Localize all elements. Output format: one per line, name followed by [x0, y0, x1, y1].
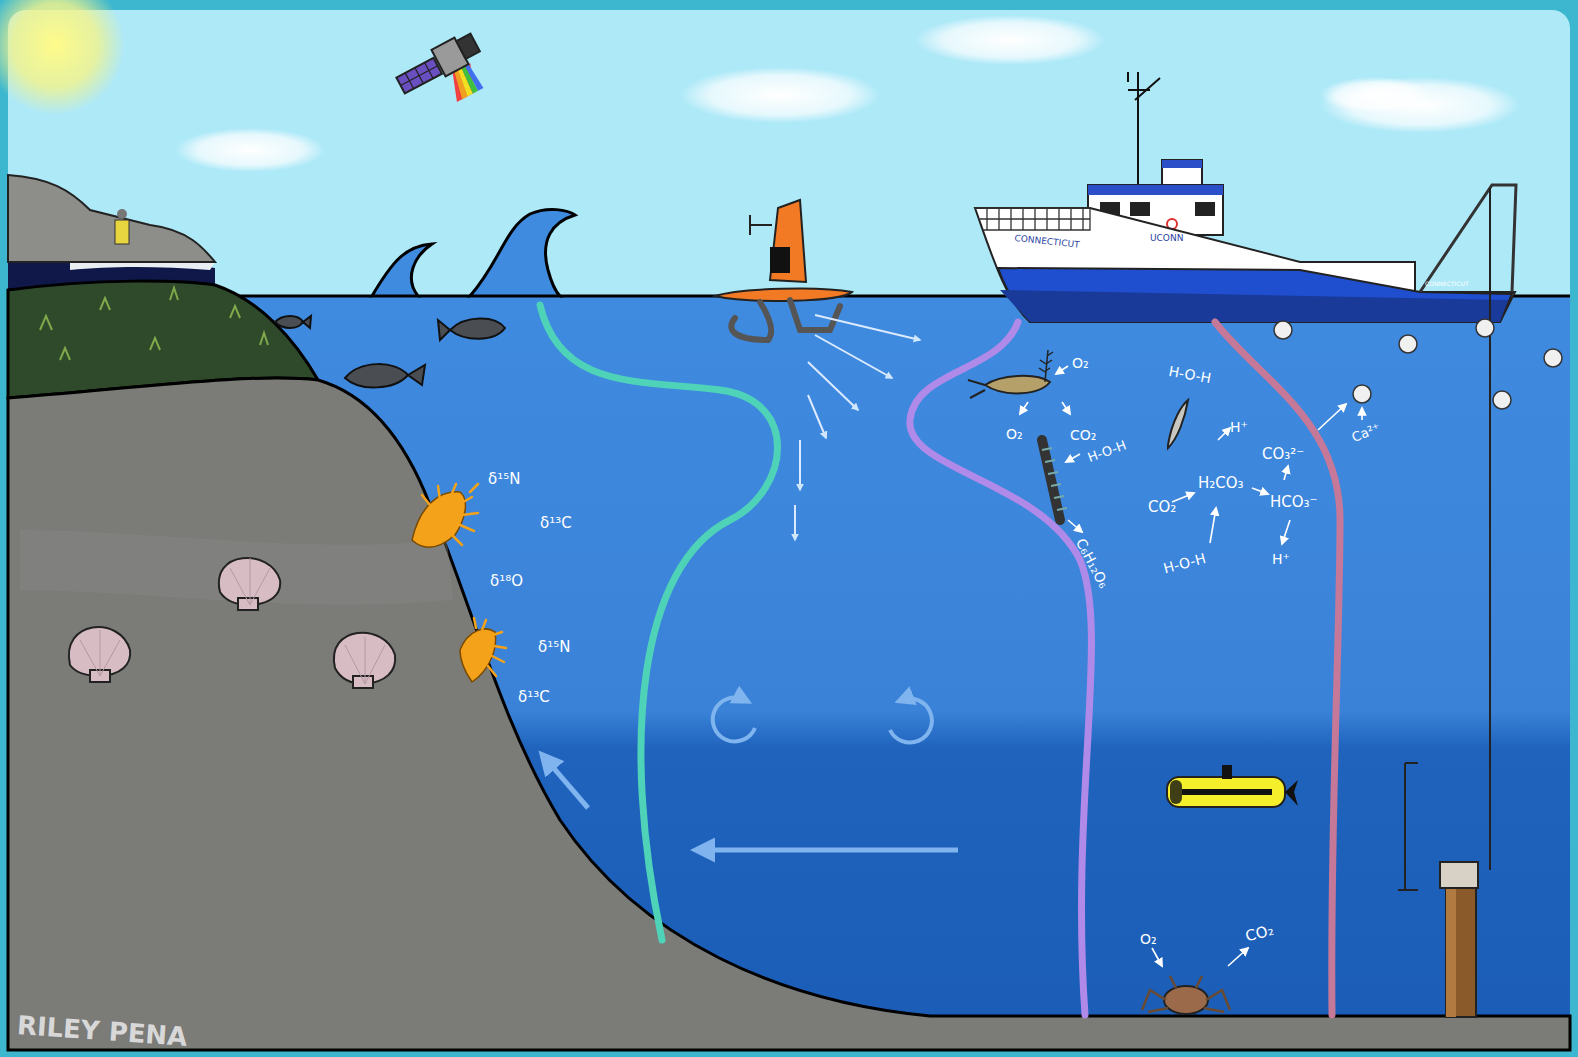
chemical-label: O₂: [1006, 427, 1023, 441]
scallop: [69, 558, 395, 688]
fish: [275, 316, 505, 387]
chemical-label: CO₂: [1070, 428, 1096, 442]
chemical-label: H₂CO₃: [1198, 476, 1244, 491]
person: [115, 209, 129, 244]
copepod: [968, 350, 1053, 398]
crab: [1142, 976, 1230, 1014]
wave: [372, 244, 432, 296]
chemical-label: CO₂: [1148, 500, 1176, 515]
isotope-label: δ¹³C: [540, 516, 572, 531]
sky: [8, 10, 1570, 1050]
isotope-label: δ¹⁵N: [488, 472, 520, 487]
float: [1274, 319, 1562, 409]
circulation-arrows: [545, 697, 958, 850]
diatom-chain: [1042, 440, 1067, 520]
chemical-label: CO₃²⁻: [1262, 447, 1304, 462]
isoline-curve: [540, 305, 778, 940]
plankton: [1168, 400, 1188, 448]
reaction-arrows: [1020, 366, 1362, 966]
ship-name: CONNECTICUT: [1425, 281, 1469, 287]
rock-cliff: [8, 175, 215, 262]
chemical-label: H⁺: [1272, 552, 1290, 566]
isoline-curve: [910, 322, 1092, 1015]
satellite: [393, 30, 496, 122]
ship-name: UCONN: [1150, 234, 1183, 243]
isotope-label: δ¹⁸O: [490, 574, 523, 589]
mooring: [1398, 188, 1490, 1017]
wave: [470, 209, 575, 296]
ocean-water: [8, 296, 1570, 1050]
clouds: [175, 15, 1520, 172]
isotope-label: δ¹⁵N: [538, 640, 570, 655]
isotope-label: δ¹³C: [518, 690, 550, 705]
shrubs: [40, 288, 268, 360]
chemical-label: O₂: [1072, 356, 1089, 370]
chemical-label: H⁺: [1230, 420, 1248, 434]
chemical-label: HCO₃⁻: [1270, 495, 1318, 510]
chemical-label: O₂: [1140, 932, 1157, 946]
underwater-glider: [1167, 765, 1298, 807]
anemone: [412, 492, 496, 682]
research-vessel: [975, 72, 1516, 322]
signal-arrows: [795, 315, 920, 540]
sun: [0, 0, 125, 115]
